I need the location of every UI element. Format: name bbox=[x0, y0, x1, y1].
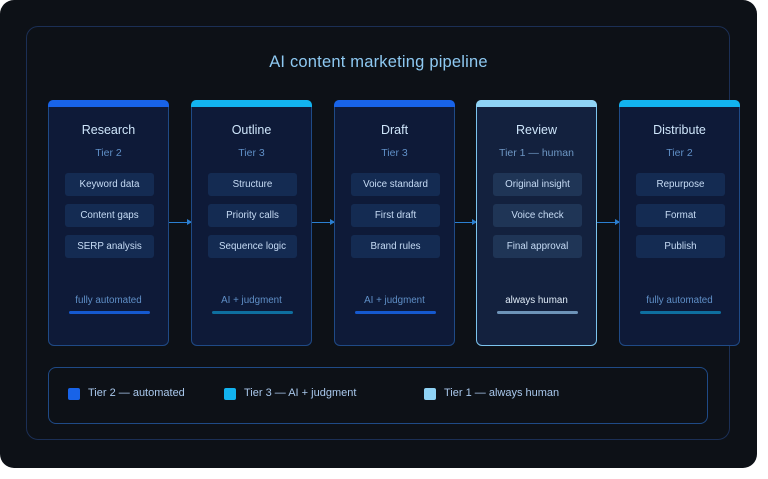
stage-draft: Draft Tier 3 Voice standard First draft … bbox=[334, 100, 455, 346]
diagram-title: AI content marketing pipeline bbox=[269, 53, 488, 71]
legend-swatch bbox=[68, 388, 80, 400]
stage-item: Keyword data bbox=[65, 173, 154, 196]
stage-item: Priority calls bbox=[208, 204, 297, 227]
legend: Tier 2 — automated Tier 3 — AI + judgmen… bbox=[48, 367, 708, 424]
flow-arrow bbox=[312, 219, 335, 225]
stage-tier: Tier 3 bbox=[381, 147, 408, 159]
legend-swatch bbox=[424, 388, 436, 400]
stage-mode: fully automated bbox=[75, 295, 142, 306]
legend-label: Tier 3 — AI + judgment bbox=[244, 387, 357, 399]
stage-mode-bar bbox=[497, 311, 578, 314]
flow-arrow bbox=[455, 219, 477, 225]
stage-tier-bar bbox=[619, 100, 740, 107]
stage-research: Research Tier 2 Keyword data Content gap… bbox=[48, 100, 169, 346]
arrow-head-icon bbox=[615, 219, 620, 225]
stage-mode-bar bbox=[355, 311, 436, 314]
arrow-head-icon bbox=[187, 219, 192, 225]
stage-item: Structure bbox=[208, 173, 297, 196]
stage-mode-bar bbox=[640, 311, 721, 314]
stage-tier-bar bbox=[334, 100, 455, 107]
stage-tier: Tier 2 bbox=[95, 147, 122, 159]
stage-outline: Outline Tier 3 Structure Priority calls … bbox=[191, 100, 312, 346]
stage-review: Review Tier 1 — human Original insight V… bbox=[476, 100, 597, 346]
stage-item: SERP analysis bbox=[65, 235, 154, 258]
arrow-head-icon bbox=[330, 219, 335, 225]
stage-item: First draft bbox=[351, 204, 440, 227]
stage-name: Distribute bbox=[653, 123, 706, 137]
stage-item: Sequence logic bbox=[208, 235, 297, 258]
stage-item: Voice standard bbox=[351, 173, 440, 196]
stage-mode: fully automated bbox=[646, 295, 713, 306]
stage-tier-bar bbox=[48, 100, 169, 107]
stage-tier: Tier 3 bbox=[238, 147, 265, 159]
legend-swatch bbox=[224, 388, 236, 400]
stage-mode-bar bbox=[69, 311, 150, 314]
stage-mode: always human bbox=[505, 295, 568, 306]
stage-name: Review bbox=[516, 123, 557, 137]
legend-label: Tier 1 — always human bbox=[444, 387, 560, 399]
stage-mode: AI + judgment bbox=[221, 295, 282, 306]
stage-item: Publish bbox=[636, 235, 725, 258]
arrow-head-icon bbox=[472, 219, 477, 225]
stage-item: Original insight bbox=[493, 173, 582, 196]
stage-tier-bar bbox=[476, 100, 597, 107]
stage-item: Final approval bbox=[493, 235, 582, 258]
stage-item: Format bbox=[636, 204, 725, 227]
diagram-frame: AI content marketing pipeline Research T… bbox=[0, 0, 757, 468]
stage-name: Outline bbox=[231, 123, 272, 137]
stage-tier-bar bbox=[191, 100, 312, 107]
stage-mode: AI + judgment bbox=[364, 295, 425, 306]
flow-arrow bbox=[597, 219, 620, 225]
stage-distribute: Distribute Tier 2 Repurpose Format Publi… bbox=[619, 100, 740, 346]
stage-mode-bar bbox=[212, 311, 293, 314]
stage-name: Research bbox=[81, 123, 136, 137]
stage-item: Content gaps bbox=[65, 204, 154, 227]
legend-label: Tier 2 — automated bbox=[88, 387, 185, 399]
stage-tier: Tier 2 bbox=[666, 147, 693, 159]
flow-arrow bbox=[169, 219, 192, 225]
stage-item: Voice check bbox=[493, 204, 582, 227]
stage-item: Repurpose bbox=[636, 173, 725, 196]
stage-item: Brand rules bbox=[351, 235, 440, 258]
stage-tier: Tier 1 — human bbox=[499, 147, 574, 159]
stage-name: Draft bbox=[380, 123, 409, 137]
